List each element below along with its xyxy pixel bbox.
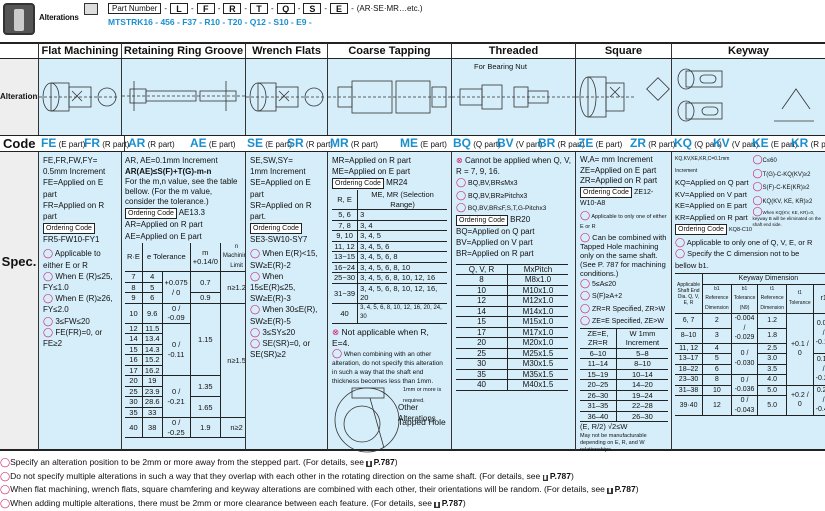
footnote-3: ◯When flat machining, wrench flats, squa…: [0, 484, 639, 495]
part-number-label: Part Number: [108, 3, 162, 14]
figure-wrench-flats: [245, 59, 327, 135]
code-zr: ZR (R part): [630, 136, 676, 150]
code-kv: KV (V part): [713, 136, 759, 150]
ordering-code-label: Ordering Code: [456, 215, 508, 227]
code-s: S: [303, 3, 322, 14]
col-keyway: Keyway: [671, 42, 825, 59]
code-ze: ZE (E part): [578, 136, 623, 150]
col-threaded: Threaded: [451, 42, 575, 59]
code-fr: FR (R part): [84, 136, 130, 150]
code-ae: AE (E part): [190, 136, 236, 150]
ordering-code-value: BR20: [510, 215, 531, 225]
code-bv: BV (V part): [497, 136, 543, 150]
figure-keyway: [671, 59, 825, 135]
col-wrench-flats: Wrench Flats: [245, 42, 327, 59]
shaft-end-diagram: [334, 387, 400, 453]
figure-square-chamfering: [575, 59, 671, 135]
page-ref-link[interactable]: P.787: [373, 457, 395, 467]
page-ref-icon: ▮: [434, 501, 440, 508]
code-sr: SR (R part): [287, 136, 334, 150]
alterations-logo-icon: [3, 3, 35, 35]
header-title: Alterations: [39, 13, 79, 22]
caution-icon: ◯: [43, 248, 54, 259]
page-ref-icon: ▮: [366, 461, 372, 467]
spec-retaining-ring: AR, AE=0.1mm Increment AR(AE)≤S(F)+T(G)-…: [121, 152, 253, 451]
corner-header: [0, 42, 38, 59]
ordering-code-value: FR5-FW10-FY1: [43, 235, 100, 245]
code-ar: AR (R part): [124, 136, 175, 151]
ordering-code-value: MR24: [386, 178, 408, 188]
code-kq: KQ (Q part): [674, 136, 722, 150]
footnote-2: ◯Do not specify multiple alterations in …: [0, 470, 574, 481]
spec-threaded: ⊗ Cannot be applied when Q, V, R = 7, 9,…: [451, 152, 575, 451]
code-br: BR (R part): [538, 136, 585, 150]
page-ref-link[interactable]: P.787: [549, 470, 572, 481]
footnotes: ◯Specify an alteration position to be 2m…: [0, 457, 825, 511]
figure-threaded: For Bearing Nut: [451, 59, 576, 135]
code-q: Q: [276, 3, 295, 14]
ordering-code-label: Ordering Code: [250, 223, 302, 235]
footnote-4: ◯When adding multiple alterations, there…: [0, 497, 466, 508]
row-label-spec: Spec.: [0, 152, 38, 451]
col-square-chamfering: Square Chamfering: [575, 42, 671, 72]
ordering-code-label: Ordering Code: [125, 208, 177, 220]
col-coarse-tapping: Coarse Tapping: [327, 42, 451, 59]
ordering-code-label: Ordering Code: [675, 224, 727, 235]
caution-icon: ◯: [43, 270, 54, 281]
part-number-row: Part Number -L -F -R -T -Q -S -E -(AR·SE…: [108, 3, 423, 14]
page-ref-icon: ▮: [607, 488, 613, 495]
row-label-alterations: Alterations: [0, 59, 42, 135]
caution-icon: ◯: [43, 293, 54, 304]
code-ke: KE (E part): [752, 136, 798, 150]
code-mr: MR (R part): [330, 136, 379, 150]
spec-keyway: KQ,KV,KE,KR,C=0.1mm Increment KQ=Applied…: [671, 152, 825, 451]
ordering-code-value: KQ8-C10: [729, 227, 752, 233]
code-bq: BQ (Q part): [453, 136, 501, 150]
code-e: E: [330, 3, 349, 14]
part-number-example: MTSTRK16 - 456 - F37 - R10 - T20 - Q12 -…: [108, 17, 315, 27]
ordering-code-label: Ordering Code: [332, 178, 384, 190]
header: Alterations Part Number -L -F -R -T -Q -…: [0, 0, 825, 42]
fig-label-bearing-nut: For Bearing Nut: [474, 62, 527, 71]
ordering-code-value: AE13.3: [178, 208, 205, 218]
code-se: SE (E part): [247, 136, 292, 150]
code-fe: FE (E part): [41, 136, 86, 150]
col-retaining-ring: Retaining Ring Groove: [121, 42, 245, 59]
page-ref-link[interactable]: P.787: [441, 497, 463, 508]
prohibited-icon: ⊗: [332, 326, 340, 337]
code-suffix: (AR·SE·MR…etc.): [356, 3, 423, 13]
col-flat-machining: Flat Machining: [38, 42, 121, 59]
prohibited-icon: ⊗: [456, 156, 463, 165]
code-l: L: [170, 3, 189, 14]
caution-icon: ◯: [43, 326, 54, 337]
ordering-code-value: SE3-SW10-SY7: [250, 235, 308, 245]
figure-coarse-tapping: [327, 59, 452, 135]
row-label-code: Code: [3, 136, 36, 151]
code-t: T: [250, 3, 269, 14]
figure-flat-machining: [38, 59, 121, 135]
code-row: Code FE (E part) FR (R part) AR (R part)…: [0, 135, 825, 152]
caution-icon: ◯: [43, 315, 54, 326]
code-me: ME (E part): [400, 136, 447, 150]
ordering-code-label: Ordering Code: [43, 223, 95, 235]
ordering-code-value: ZE12-W10-A8: [580, 188, 654, 208]
figure-retaining-ring-groove: [121, 59, 246, 135]
ordering-code-label: Ordering Code: [580, 186, 632, 198]
page-ref-icon: ▮: [542, 474, 548, 481]
footnote-1: ◯Specify an alteration position to be 2m…: [0, 457, 398, 467]
code-f: F: [196, 3, 215, 14]
phone-icon: [84, 3, 98, 15]
code-kr: KR (R part): [791, 136, 825, 150]
code-r: R: [223, 3, 242, 14]
